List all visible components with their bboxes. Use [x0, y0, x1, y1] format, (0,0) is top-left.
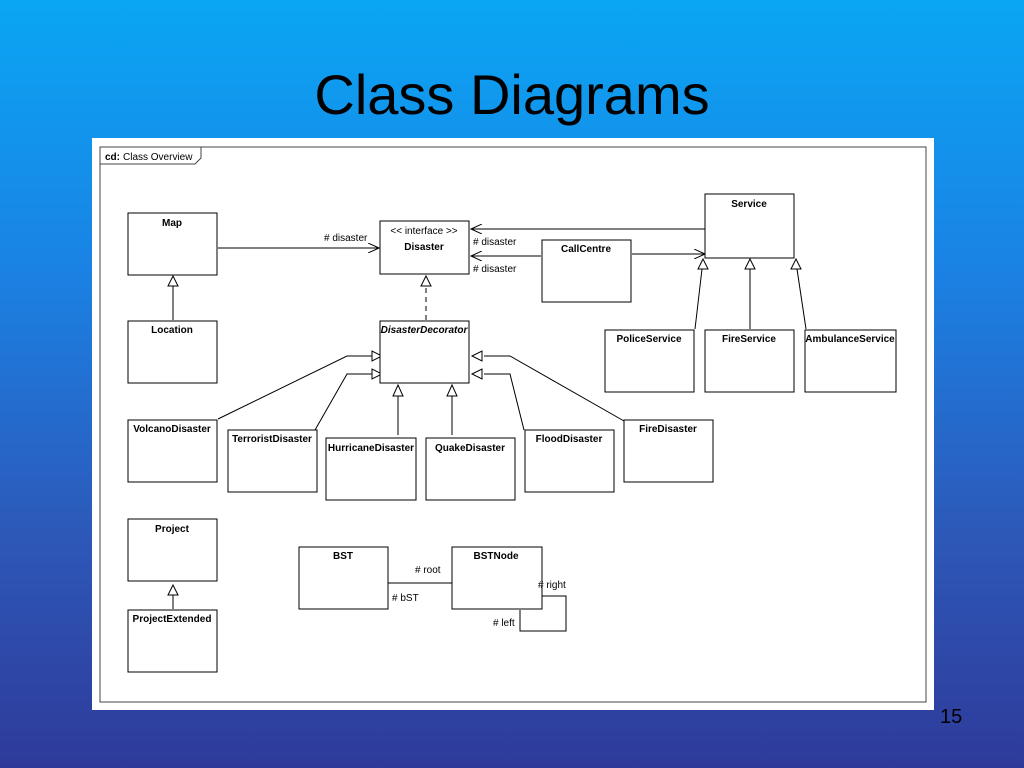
class-name-terrorist-disaster: TerroristDisaster [232, 434, 312, 445]
class-name-hurricane-disaster: HurricaneDisaster [328, 443, 414, 454]
class-box-ambulance-service [804, 329, 897, 393]
role-label-root: # root [415, 565, 441, 576]
class-box-terrorist-disaster [227, 429, 318, 493]
role-label-callcentre-disaster: # disaster [473, 264, 517, 275]
class-name-map: Map [162, 218, 182, 229]
class-name-service: Service [731, 199, 767, 210]
slide-title: Class Diagrams [314, 63, 710, 126]
role-label-right: # right [538, 580, 566, 591]
class-box-fire-disaster [623, 419, 714, 483]
relationship-lines [172, 229, 807, 632]
class-name-project: Project [155, 524, 190, 535]
class-box-project [127, 518, 218, 582]
class-box-map [127, 212, 218, 276]
class-name-fire-disaster: FireDisaster [639, 424, 697, 435]
class-box-hurricane-disaster [325, 437, 417, 501]
class-name-fire-service: FireService [722, 334, 776, 345]
gen-police-service [694, 268, 703, 330]
class-box-flood-disaster [524, 429, 615, 493]
class-name-volcano-disaster: VolcanoDisaster [133, 424, 211, 435]
class-box-volcano-disaster [127, 419, 218, 483]
frame-prefix: cd: [105, 152, 120, 163]
gen-volcano-decorator [217, 355, 372, 420]
class-diagram: cd: Class Overview [99, 146, 927, 703]
role-label-bst: # bST [392, 593, 419, 604]
gen-flood-decorator [484, 373, 525, 431]
class-box-service [704, 193, 795, 259]
gen-terrorist-decorator [314, 373, 372, 431]
role-label-map-disaster: # disaster [324, 233, 368, 244]
class-name-flood-disaster: FloodDisaster [536, 434, 603, 445]
class-box-bstnode [451, 546, 543, 610]
class-name-bstnode: BSTNode [474, 551, 519, 562]
class-box-police-service [604, 329, 695, 393]
class-diagram-panel: cd: Class Overview [92, 138, 934, 710]
role-label-service-disaster: # disaster [473, 237, 517, 248]
page-number: 15 [940, 706, 963, 728]
class-box-fire-service [704, 329, 795, 393]
class-box-callcentre [541, 239, 632, 303]
class-name-quake-disaster: QuakeDisaster [435, 443, 505, 454]
frame-tab [100, 147, 202, 165]
frame-title: Class Overview [123, 152, 193, 163]
class-name-disaster: Disaster [404, 242, 444, 253]
class-box-project-extended [127, 609, 218, 673]
role-label-left: # left [493, 618, 515, 629]
class-name-disaster-decorator: DisasterDecorator [381, 325, 469, 336]
gen-ambulance-service [796, 268, 807, 330]
class-name-callcentre: CallCentre [561, 244, 611, 255]
stereotype-interface: << interface >> [390, 226, 457, 237]
gen-fire-decorator [484, 355, 625, 422]
class-name-police-service: PoliceService [616, 334, 681, 345]
class-box-disaster [379, 220, 470, 275]
diagram-frame [99, 146, 927, 703]
class-box-quake-disaster [425, 437, 516, 501]
class-box-bst [298, 546, 389, 610]
assoc-bstnode-self [519, 595, 567, 632]
class-name-bst: BST [333, 551, 353, 562]
class-name-ambulance-service: AmbulanceService [805, 334, 895, 345]
generalization-heads [167, 257, 802, 596]
class-box-disaster-decorator [379, 320, 470, 384]
class-name-project-extended: ProjectExtended [133, 614, 212, 625]
class-name-location: Location [151, 325, 193, 336]
class-box-location [127, 320, 218, 384]
